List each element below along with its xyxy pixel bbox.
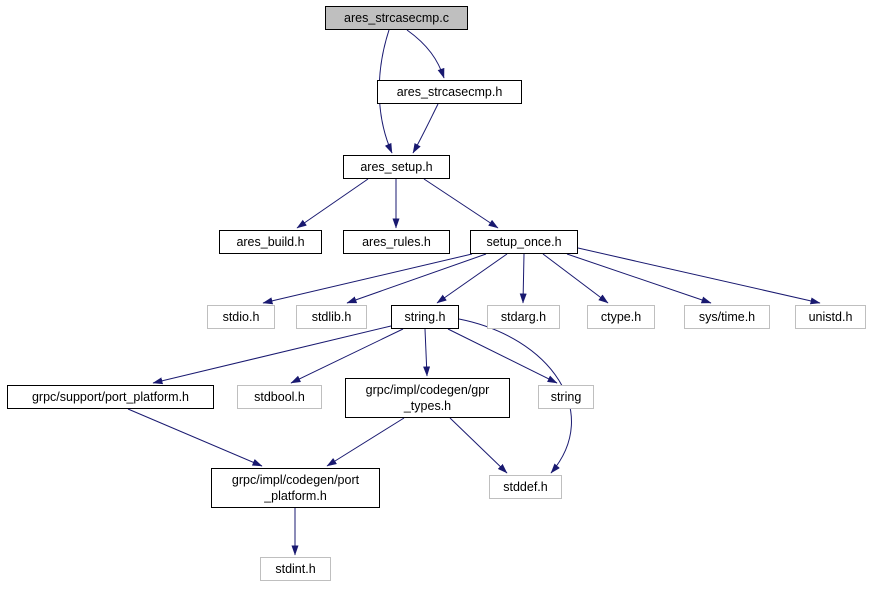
edge-string-h-to-stdbool-h — [290, 328, 404, 384]
edge-gpr-types-h-to-stddef-h — [449, 417, 508, 474]
edge-setup-once-h-to-ctype-h — [542, 253, 609, 304]
node-stdarg-h: stdarg.h — [487, 305, 560, 329]
edge-setup-once-h-to-unistd-h — [577, 247, 821, 305]
node-ares-strcasecmp-h[interactable]: ares_strcasecmp.h — [377, 80, 522, 104]
node-grpc-support-port-platform-h[interactable]: grpc/support/port_platform.h — [7, 385, 214, 409]
edge-setup-once-h-to-sys-time-h — [566, 253, 712, 304]
node-setup-once-h[interactable]: setup_once.h — [470, 230, 578, 254]
node-stdint-h: stdint.h — [260, 557, 331, 581]
edge-ares-setup-h-to-ares-build-h — [296, 178, 369, 229]
edge-string-h-to-grpc-support-port-platform-h — [152, 325, 392, 385]
edge-grpc-support-port-platform-h-to-codegen-port-platform-h — [127, 408, 263, 467]
node-string: string — [538, 385, 594, 409]
edge-setup-once-h-to-stdio-h — [262, 253, 473, 305]
edge-setup-once-h-to-stdlib-h — [346, 253, 487, 304]
edge-ares-strcasecmp-c-to-ares-strcasecmp-h — [406, 29, 445, 79]
node-stdio-h: stdio.h — [207, 305, 275, 329]
edge-ares-strcasecmp-h-to-ares-setup-h — [412, 103, 439, 154]
edge-ares-setup-h-to-setup-once-h — [423, 178, 499, 229]
node-ares-setup-h[interactable]: ares_setup.h — [343, 155, 450, 179]
node-grpc-impl-codegen-gpr-types-h[interactable]: grpc/impl/codegen/gpr _types.h — [345, 378, 510, 418]
edge-setup-once-h-to-string-h — [436, 253, 508, 304]
node-ares-strcasecmp-c: ares_strcasecmp.c — [325, 6, 468, 30]
node-ares-build-h[interactable]: ares_build.h — [219, 230, 322, 254]
node-sys-time-h: sys/time.h — [684, 305, 770, 329]
node-stdbool-h: stdbool.h — [237, 385, 322, 409]
node-stdlib-h: stdlib.h — [296, 305, 367, 329]
node-stddef-h: stddef.h — [489, 475, 562, 499]
edge-string-h-to-gpr-types-h — [423, 328, 431, 377]
edge-gpr-types-h-to-codegen-port-platform-h — [326, 417, 405, 467]
node-ctype-h: ctype.h — [587, 305, 655, 329]
node-unistd-h: unistd.h — [795, 305, 866, 329]
edge-setup-once-h-to-stdarg-h — [519, 253, 527, 304]
edge-string-h-to-string — [447, 328, 558, 384]
node-grpc-impl-codegen-port-platform-h[interactable]: grpc/impl/codegen/port _platform.h — [211, 468, 380, 508]
node-ares-rules-h[interactable]: ares_rules.h — [343, 230, 450, 254]
node-string-h[interactable]: string.h — [391, 305, 459, 329]
